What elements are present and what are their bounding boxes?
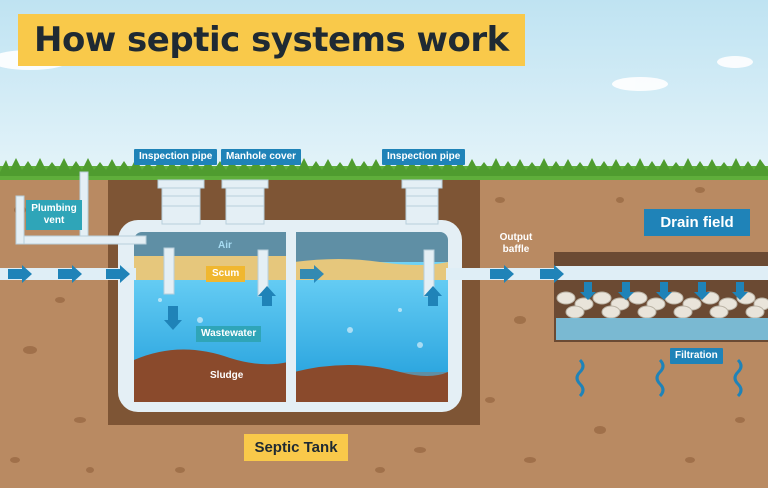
riser-right — [401, 179, 443, 225]
label-inspection-pipe-right: Inspection pipe — [382, 149, 466, 165]
label-wastewater: Wastewater — [196, 326, 262, 342]
label-drain-field: Drain field — [644, 209, 750, 236]
label-filtration: Filtration — [670, 348, 723, 364]
filtration-squiggles — [575, 358, 743, 398]
label-sludge: Sludge — [204, 368, 250, 384]
page-title: How septic systems work — [18, 14, 525, 66]
label-air: Air — [218, 240, 232, 251]
tank-divider — [286, 226, 296, 404]
label-scum: Scum — [206, 266, 246, 282]
label-septic-tank: Septic Tank — [244, 434, 348, 461]
drain-water — [556, 318, 768, 340]
riser-middle — [221, 179, 269, 225]
label-plumbing-vent: Plumbing vent — [26, 200, 82, 230]
label-output-baffle: Output baffle — [499, 232, 533, 255]
label-inspection-pipe-left: Inspection pipe — [134, 149, 218, 165]
distribution-pipe — [554, 266, 768, 280]
flow-arrows — [8, 265, 748, 330]
riser-left — [157, 179, 205, 225]
scum-layer-right — [294, 259, 448, 280]
sludge-layer-right — [294, 365, 448, 402]
label-manhole-cover: Manhole cover — [221, 149, 302, 165]
